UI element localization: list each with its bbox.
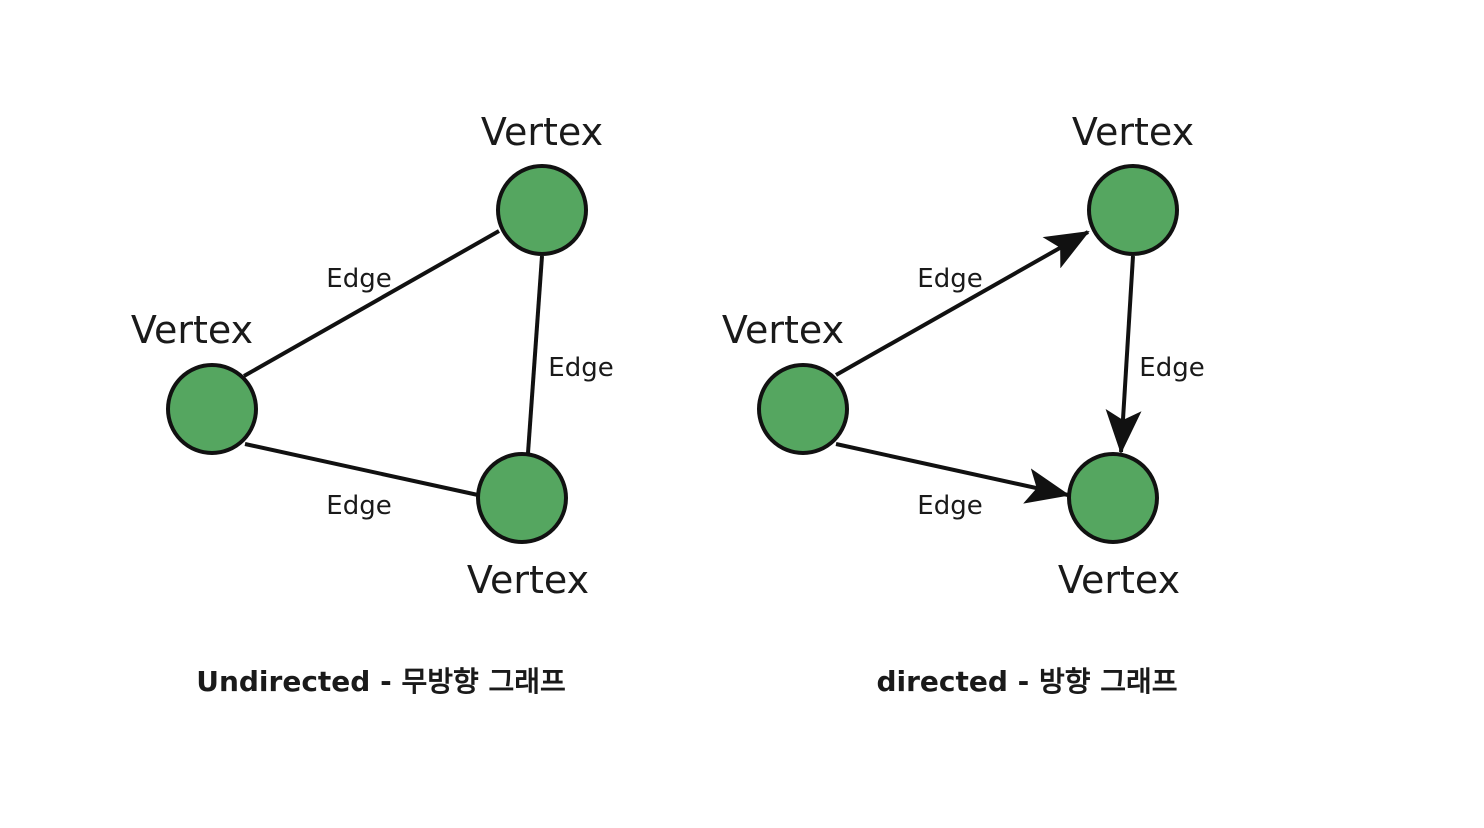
undirected-edge-label-top-bottom: Edge <box>548 353 613 383</box>
undirected-vertex-label-left: Vertex <box>131 308 253 352</box>
undirected-edge-label-left-top: Edge <box>326 264 391 294</box>
undirected-vertex-label-bottom: Vertex <box>467 558 589 602</box>
undirected-edge-label-left-bottom: Edge <box>326 491 391 521</box>
directed-caption: directed - 방향 그래프 <box>876 665 1177 698</box>
directed-edge-label-left-top: Edge <box>917 264 982 294</box>
undirected-edge-left-top <box>243 229 500 378</box>
undirected-vertex-bottom <box>476 452 568 544</box>
undirected-vertex-top <box>496 164 588 256</box>
directed-edge-left-to-top <box>835 230 1090 377</box>
directed-edge-top-to-bottom <box>1105 255 1142 454</box>
undirected-caption: Undirected - 무방향 그래프 <box>196 665 566 698</box>
directed-vertex-top <box>1087 164 1179 256</box>
directed-edge-label-top-bottom: Edge <box>1139 353 1204 383</box>
undirected-graph: Vertex Vertex Vertex Edge Edge Edge Undi… <box>131 110 614 698</box>
undirected-edge-top-bottom <box>526 255 544 454</box>
directed-edge-label-left-bottom: Edge <box>917 491 982 521</box>
directed-vertex-label-left: Vertex <box>722 308 844 352</box>
directed-vertex-label-bottom: Vertex <box>1058 558 1180 602</box>
directed-vertex-label-top: Vertex <box>1072 110 1194 154</box>
directed-graph: Vertex Vertex Vertex Edge Edge Edge dire… <box>722 110 1205 698</box>
directed-vertex-bottom <box>1067 452 1159 544</box>
directed-edge-left-to-bottom <box>835 442 1070 504</box>
undirected-edge-left-bottom <box>244 442 479 497</box>
undirected-vertex-left <box>166 363 258 455</box>
directed-vertex-left <box>757 363 849 455</box>
undirected-vertex-label-top: Vertex <box>481 110 603 154</box>
